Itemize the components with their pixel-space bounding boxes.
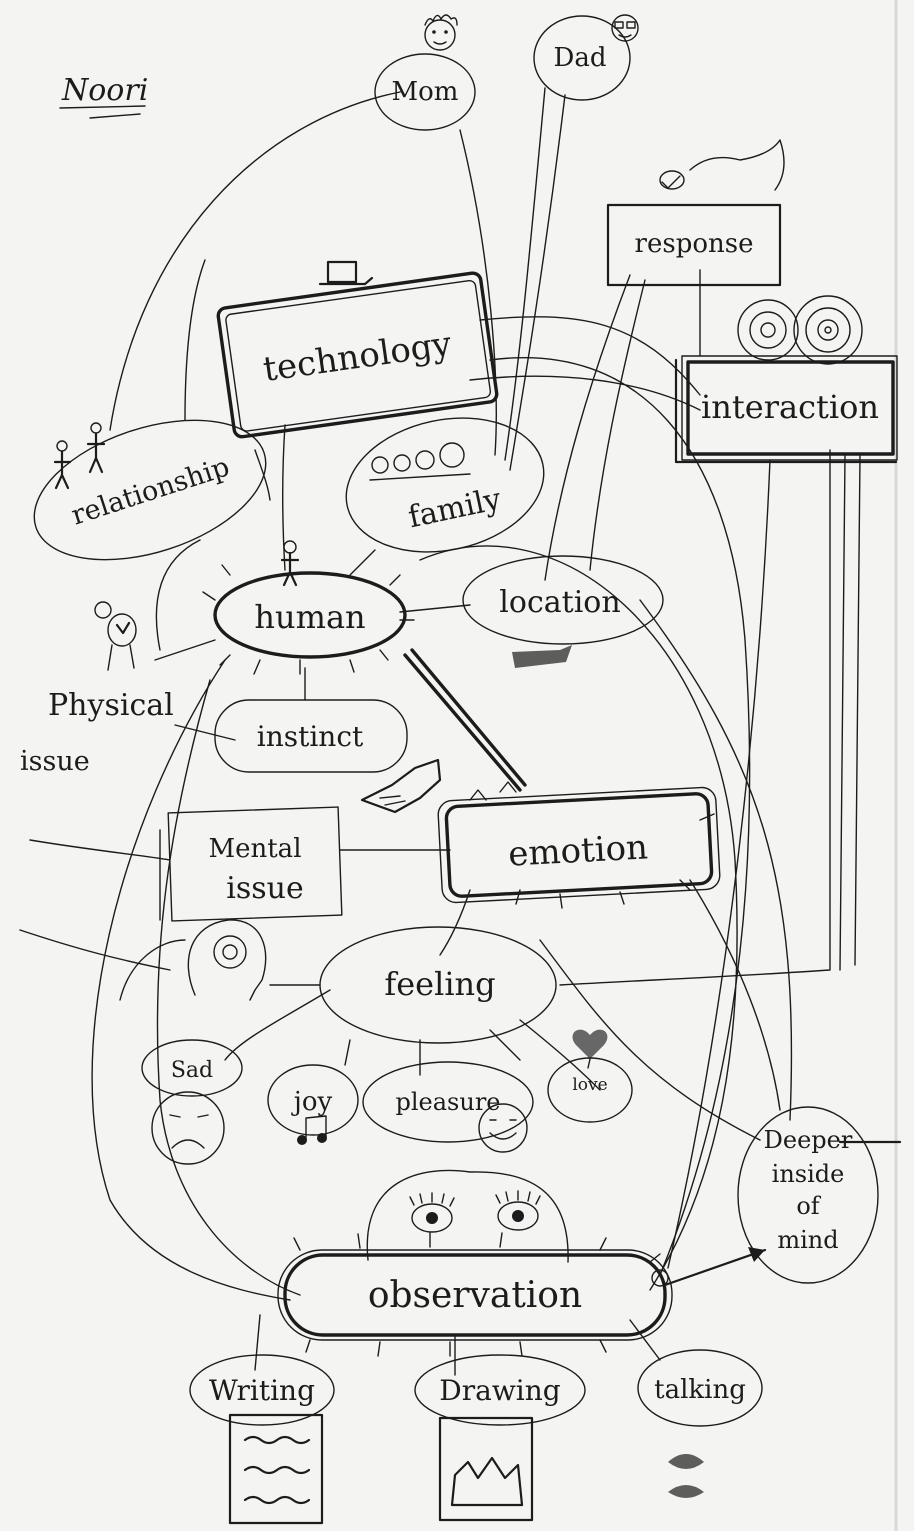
node-dad: Dad: [533, 15, 631, 101]
svg-text:joy: joy: [291, 1087, 333, 1117]
node-instinct: instinct: [214, 699, 408, 773]
node-joy: joy: [267, 1064, 359, 1136]
eyes-icon: [366, 1169, 569, 1263]
dad-face-icon: [611, 14, 639, 42]
svg-text:Sad: Sad: [171, 1058, 213, 1083]
svg-text:Mom: Mom: [392, 77, 459, 107]
corner-label: Noori: [59, 73, 148, 119]
node-writing: Writing: [189, 1354, 335, 1426]
svg-text:human: human: [254, 598, 365, 636]
node-location: location: [462, 555, 664, 645]
node-human: human: [202, 564, 415, 675]
node-mom: Mom: [374, 53, 476, 131]
svg-text:issue: issue: [20, 746, 90, 777]
head-spiral-icon: [187, 919, 267, 1001]
svg-text:observation: observation: [368, 1275, 582, 1316]
sick-person-icon: [94, 601, 137, 671]
pointing-hand-icon: [360, 758, 442, 814]
node-deeper-inside-mind: Deeper inside of mind: [737, 1106, 902, 1284]
drawing-frame-icon: [438, 1416, 534, 1522]
spiral-icons: [737, 295, 863, 365]
node-pleasure: pleasure: [362, 1061, 534, 1143]
svg-text:Mental: Mental: [208, 834, 301, 864]
svg-text:Drawing: Drawing: [439, 1374, 560, 1407]
music-note-icon: [297, 1115, 327, 1145]
svg-text:interaction: interaction: [701, 388, 879, 426]
svg-text:pleasure: pleasure: [396, 1088, 501, 1116]
smiley-icon: [478, 1103, 528, 1153]
node-physical-issue: Physical issue: [20, 688, 174, 777]
node-interaction: interaction: [674, 355, 898, 464]
svg-text:location: location: [499, 585, 620, 620]
svg-text:talking: talking: [654, 1375, 746, 1405]
lips-icon: [668, 1454, 704, 1498]
svg-text:Writing: Writing: [209, 1374, 315, 1407]
location-icon: [512, 645, 572, 668]
heart-icon: [572, 1029, 608, 1069]
node-emotion: emotion: [437, 781, 721, 909]
human-emotion-arrow: [403, 648, 527, 792]
node-love: love: [547, 1057, 633, 1123]
svg-text:response: response: [635, 229, 754, 259]
node-feeling: feeling: [319, 926, 557, 1044]
family-icon: [369, 442, 471, 481]
svg-text:Dad: Dad: [554, 43, 607, 73]
laptop-icon: [318, 260, 374, 286]
node-observation: observation: [277, 1232, 673, 1357]
svg-text:love: love: [572, 1075, 607, 1095]
node-mental-issue: Mental issue: [159, 806, 343, 922]
svg-text:feeling: feeling: [384, 965, 495, 1003]
mom-face-icon: [424, 14, 458, 51]
svg-text:Noori: Noori: [61, 73, 148, 108]
svg-text:Deeper: Deeper: [764, 1126, 853, 1154]
svg-text:issue: issue: [226, 871, 303, 906]
svg-text:instinct: instinct: [257, 720, 364, 753]
svg-text:inside: inside: [772, 1160, 845, 1188]
node-sad: Sad: [141, 1039, 243, 1097]
node-drawing: Drawing: [414, 1354, 586, 1426]
writing-page-icon: [228, 1413, 324, 1525]
response-icon: [659, 139, 785, 191]
svg-text:mind: mind: [777, 1226, 838, 1254]
svg-text:Physical: Physical: [48, 688, 174, 723]
svg-text:emotion: emotion: [507, 827, 649, 874]
svg-text:of: of: [796, 1192, 821, 1220]
sad-face-icon: [151, 1091, 225, 1165]
node-response: response: [606, 203, 782, 287]
node-talking: talking: [637, 1349, 763, 1427]
person-icon: [280, 540, 300, 587]
